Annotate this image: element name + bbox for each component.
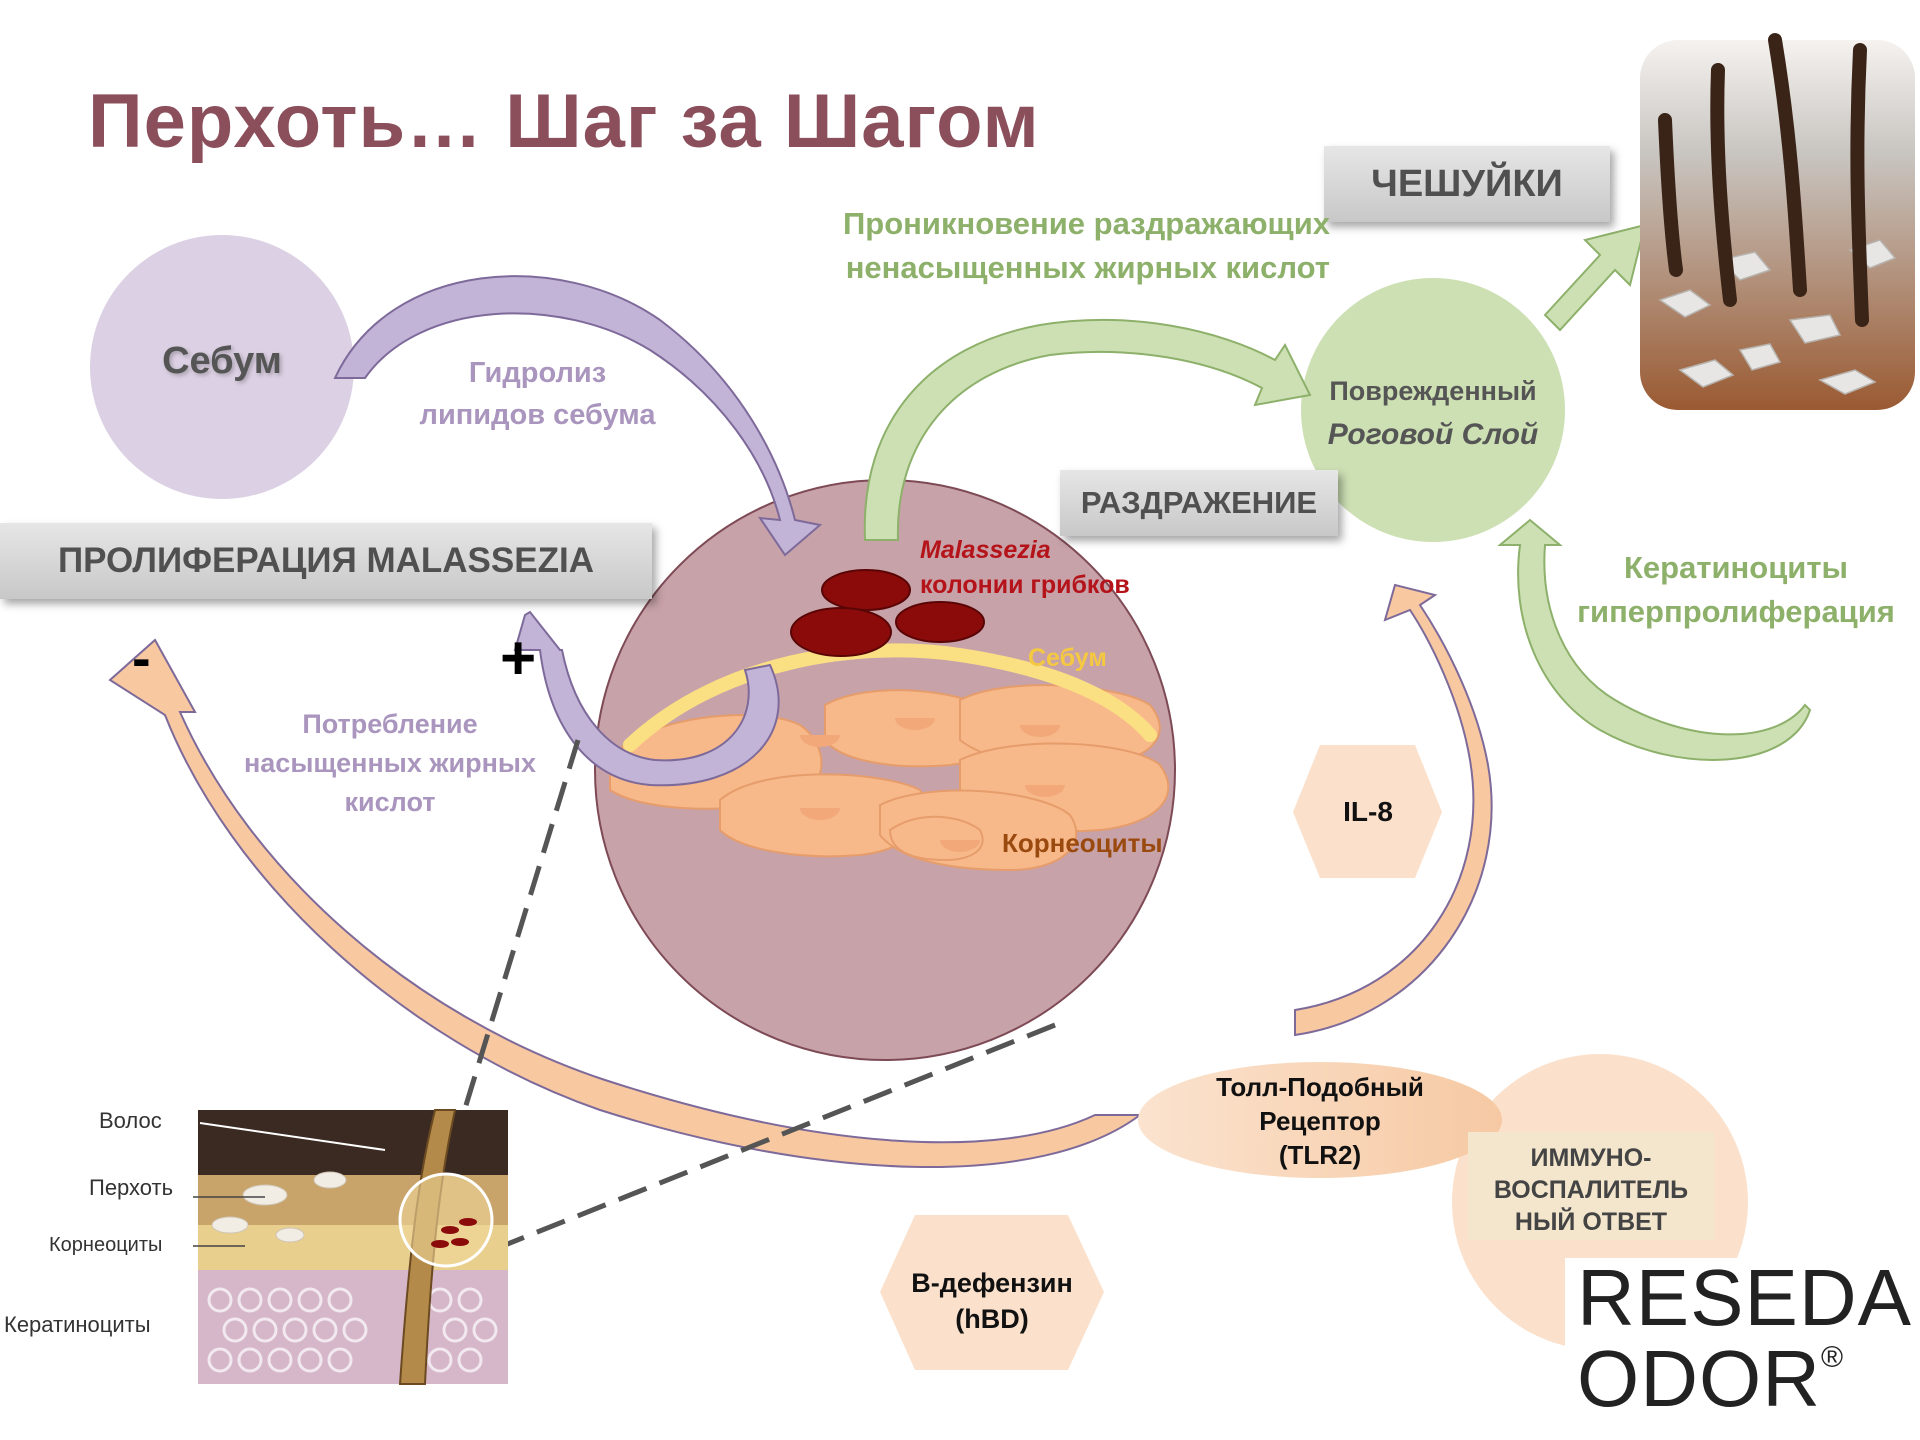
- consumption-label: Потребление насыщенных жирных кислот: [230, 705, 550, 822]
- consumption-line-3: кислот: [230, 783, 550, 822]
- sebum-small-label: Себум: [1028, 644, 1107, 673]
- tlr-line-1: Толл-Подобный: [1170, 1070, 1470, 1104]
- immune-label: ИММУНО- ВОСПАЛИТЕЛЬ НЫЙ ОТВЕТ: [1468, 1142, 1714, 1238]
- logo-mark: ®: [1821, 1341, 1844, 1374]
- il8-label: IL-8: [1293, 796, 1443, 828]
- consumption-line-1: Потребление: [230, 705, 550, 744]
- logo-line-2-wrap: ODOR®: [1565, 1338, 1905, 1420]
- hydrolysis-label: Гидролиз липидов себума: [400, 352, 675, 436]
- malassezia-label-1: Malassezia: [920, 536, 1051, 565]
- legend-dandruff: Перхоть: [89, 1175, 173, 1201]
- damaged-label-2: Роговой Слой: [1301, 418, 1565, 452]
- tlr-label: Толл-Подобный Рецептор (TLR2): [1170, 1070, 1470, 1172]
- logo-line-1: RESEDA: [1565, 1258, 1905, 1338]
- plus-sign: +: [500, 628, 536, 690]
- corneocytes-label: Корнеоциты: [1002, 828, 1163, 859]
- penetration-line-1: Проникновение раздражающих: [770, 202, 1330, 246]
- immune-line-2: ВОСПАЛИТЕЛЬ: [1468, 1174, 1714, 1206]
- sebum-label: Себум: [90, 340, 354, 383]
- irritation-banner: РАЗДРАЖЕНИЕ: [1060, 470, 1338, 536]
- scalp-image: [1640, 40, 1915, 410]
- legend-keratinocytes: Кератиноциты: [4, 1312, 151, 1338]
- keratinocytes-line-2: гиперпролиферация: [1566, 590, 1906, 634]
- defensin-line-2: (hBD): [880, 1301, 1104, 1337]
- damaged-stratum-node: [1301, 278, 1565, 542]
- scales-banner: ЧЕШУЙКИ: [1324, 146, 1610, 222]
- immune-line-1: ИММУНО-: [1468, 1142, 1714, 1174]
- proliferation-banner: ПРОЛИФЕРАЦИЯ MALASSEZIA: [0, 523, 652, 599]
- hydrolysis-line-2: липидов себума: [400, 394, 675, 436]
- keratinocytes-label: Кератиноциты гиперпролиферация: [1566, 546, 1906, 634]
- defensin-line-1: B-дефензин: [880, 1265, 1104, 1301]
- defensin-label: B-дефензин (hBD): [880, 1265, 1104, 1337]
- legend-corneocytes: Корнеоциты: [49, 1234, 162, 1257]
- consumption-line-2: насыщенных жирных: [230, 744, 550, 783]
- reseda-odor-logo: RESEDA ODOR®: [1565, 1258, 1905, 1428]
- hydrolysis-line-1: Гидролиз: [400, 352, 675, 394]
- penetration-label: Проникновение раздражающих ненасыщенных …: [770, 202, 1330, 290]
- minus-sign: -: [132, 630, 151, 686]
- page-title: Перхоть… Шаг за Шагом: [88, 78, 1040, 165]
- legend-hair: Волос: [99, 1108, 162, 1134]
- logo-line-2: ODOR: [1577, 1334, 1821, 1423]
- damaged-label-1: Поврежденный: [1301, 376, 1565, 407]
- immune-line-3: НЫЙ ОТВЕТ: [1468, 1206, 1714, 1238]
- tlr-line-3: (TLR2): [1170, 1138, 1470, 1172]
- penetration-line-2: ненасыщенных жирных кислот: [770, 246, 1330, 290]
- tlr-line-2: Рецептор: [1170, 1104, 1470, 1138]
- malassezia-label-2: колонии грибков: [920, 571, 1130, 600]
- hair-inset-image: [193, 1110, 508, 1384]
- keratinocytes-line-1: Кератиноциты: [1566, 546, 1906, 590]
- scales-arrow: [1545, 225, 1645, 330]
